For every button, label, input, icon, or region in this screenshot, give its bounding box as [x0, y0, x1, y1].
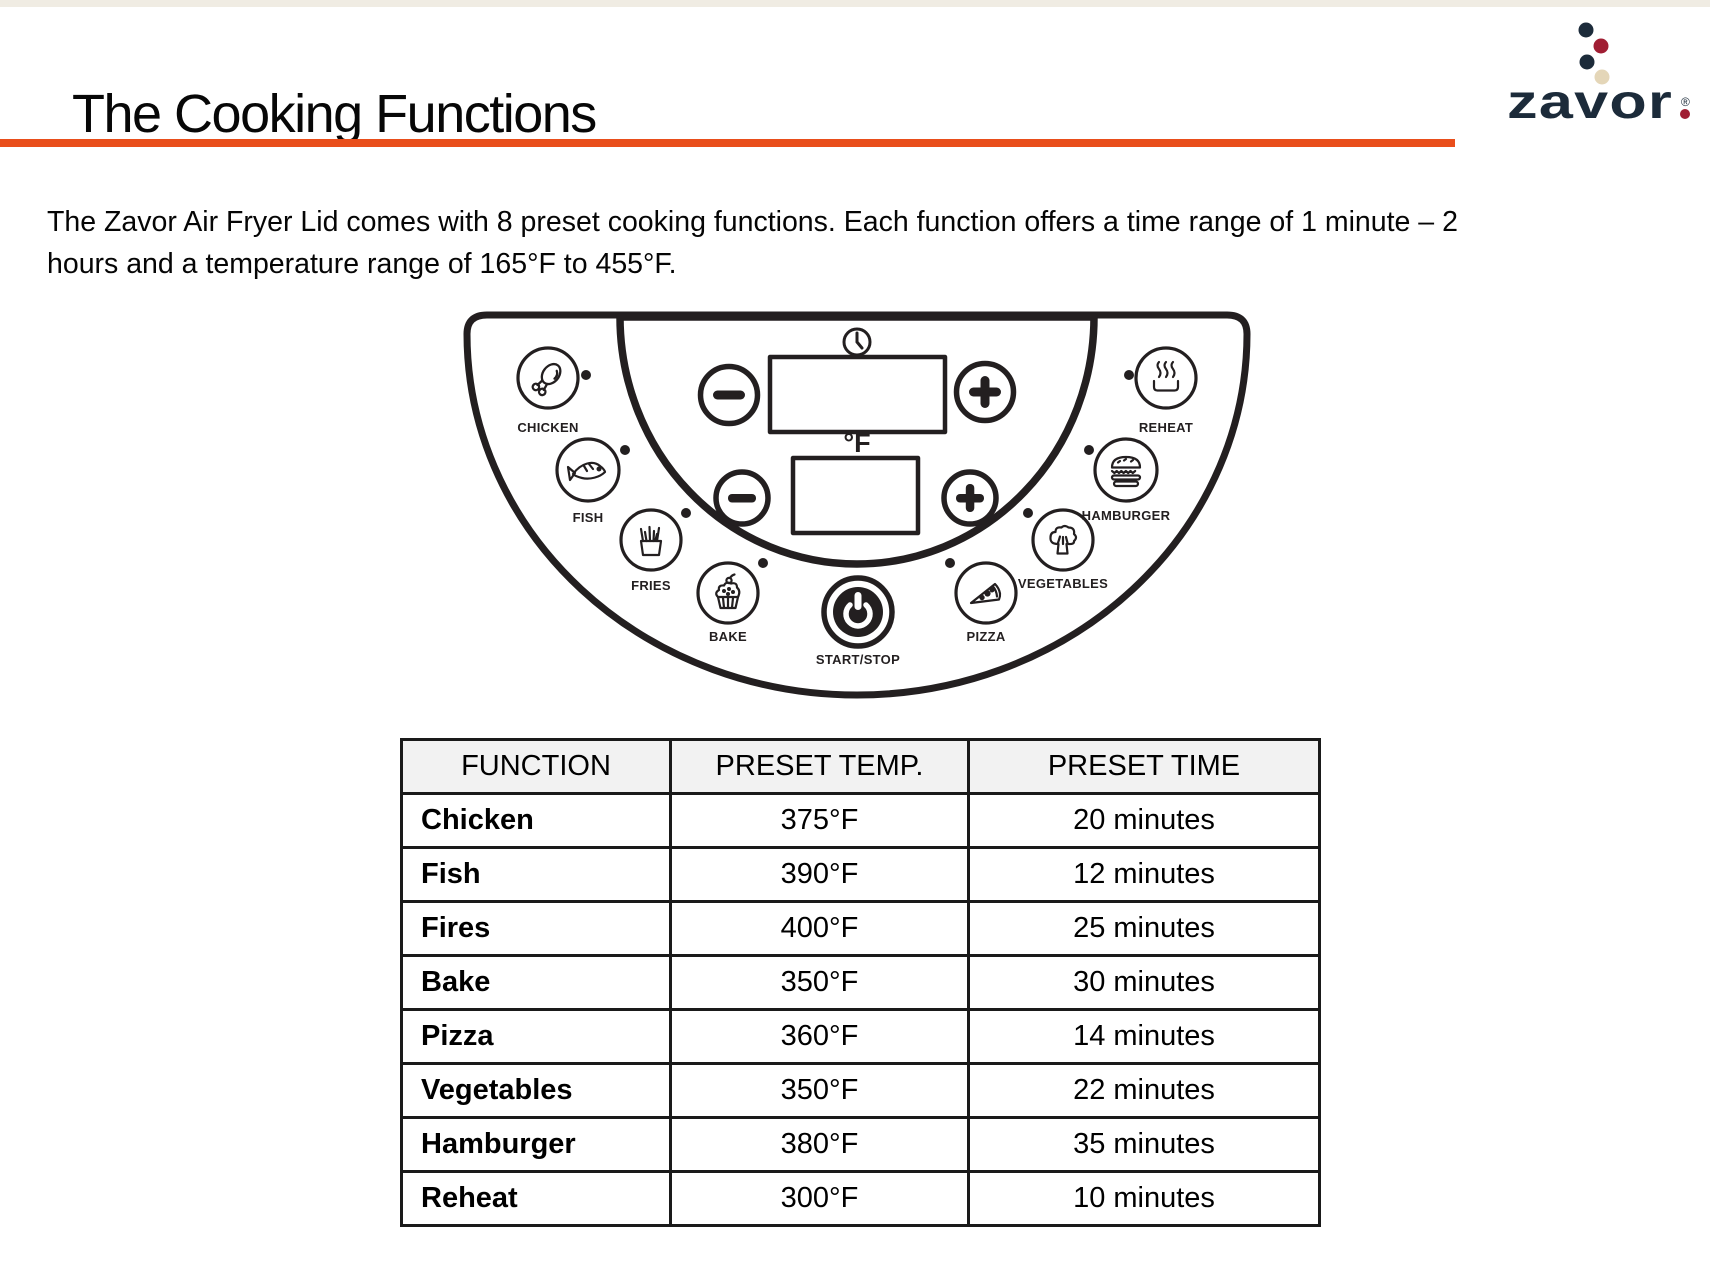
zavor-logo-graphic: zavor ® — [1507, 22, 1690, 129]
vegetables-button — [1023, 508, 1095, 572]
fries-button — [619, 508, 691, 572]
pizza-led-dot — [945, 558, 955, 568]
minus-icon — [713, 390, 745, 400]
cell-temp: 375°F — [669, 792, 970, 849]
fish-button — [555, 437, 630, 503]
chicken-label: CHICKEN — [517, 420, 578, 435]
accent-divider — [0, 139, 1455, 147]
bake-button — [696, 558, 768, 625]
cell-temp: 390°F — [669, 846, 970, 903]
cell-time: 12 minutes — [967, 846, 1321, 903]
fries-label: FRIES — [631, 578, 671, 593]
zavor-logo: zavor ® — [1445, 10, 1705, 130]
table-row: Reheat 300°F 10 minutes — [400, 1170, 1321, 1227]
unit-label: °F — [843, 428, 870, 458]
plus-icon — [969, 376, 1001, 408]
temp-plus-button — [941, 469, 999, 527]
temperature-display — [790, 455, 921, 536]
cell-function: Bake — [400, 954, 672, 1011]
vegetables-led-dot — [1023, 508, 1033, 518]
chicken-button — [516, 346, 591, 410]
cell-time: 20 minutes — [967, 792, 1321, 849]
registered-trademark-icon: ® — [1681, 95, 1690, 109]
start-stop-button — [821, 575, 895, 649]
hamburger-label: HAMBURGER — [1082, 508, 1171, 523]
cell-time: 35 minutes — [967, 1116, 1321, 1173]
cell-time: 22 minutes — [967, 1062, 1321, 1119]
cell-function: Hamburger — [400, 1116, 672, 1173]
table-row: Chicken 375°F 20 minutes — [400, 792, 1321, 849]
cell-time: 14 minutes — [967, 1008, 1321, 1065]
cell-function: Reheat — [400, 1170, 672, 1227]
fries-led-dot — [681, 508, 691, 518]
slide-top-edge — [0, 0, 1710, 7]
fish-icon — [566, 461, 607, 482]
logo-period-dot — [1680, 109, 1690, 119]
bake-led-dot — [758, 558, 768, 568]
logo-dot-navy-1 — [1578, 22, 1594, 38]
hamburger-led-dot — [1084, 445, 1094, 455]
cell-temp: 350°F — [669, 1062, 970, 1119]
table-row: Bake 350°F 30 minutes — [400, 954, 1321, 1011]
header-preset-temp: PRESET TEMP. — [669, 738, 970, 795]
logo-dot-navy-2 — [1579, 54, 1595, 70]
cell-function: Fires — [400, 900, 672, 957]
preset-table: FUNCTION PRESET TEMP. PRESET TIME Chicke… — [400, 738, 1321, 1227]
control-panel-diagram: °F START/STOP CHICKEN — [440, 300, 1270, 710]
table-row: Pizza 360°F 14 minutes — [400, 1008, 1321, 1065]
temp-minus-button — [713, 469, 771, 527]
cell-function: Chicken — [400, 792, 672, 849]
cell-time: 25 minutes — [967, 900, 1321, 957]
table-row: Hamburger 380°F 35 minutes — [400, 1116, 1321, 1173]
bake-icon — [715, 573, 741, 610]
cell-function: Fish — [400, 846, 672, 903]
fish-led-dot — [620, 445, 630, 455]
minus-icon — [728, 494, 756, 503]
hamburger-icon — [1110, 455, 1142, 488]
cell-function: Pizza — [400, 1008, 672, 1065]
fish-label: FISH — [573, 510, 604, 525]
bake-label: BAKE — [709, 629, 747, 644]
reheat-icon — [1152, 360, 1180, 392]
reheat-led-dot — [1124, 370, 1134, 380]
cell-temp: 350°F — [669, 954, 970, 1011]
pizza-label: PIZZA — [966, 629, 1005, 644]
reheat-label: REHEAT — [1139, 420, 1193, 435]
table-row: Vegetables 350°F 22 minutes — [400, 1062, 1321, 1119]
start-stop-label: START/STOP — [816, 652, 900, 667]
plus-icon — [956, 484, 984, 512]
pizza-icon — [969, 582, 1002, 605]
logo-wordmark: zavor — [1507, 76, 1673, 129]
header-function: FUNCTION — [400, 738, 672, 795]
chicken-led-dot — [581, 370, 591, 380]
logo-dot-beige — [1594, 69, 1610, 85]
pizza-button — [945, 558, 1018, 625]
time-minus-button — [697, 363, 761, 427]
cell-time: 10 minutes — [967, 1170, 1321, 1227]
cell-function: Vegetables — [400, 1062, 672, 1119]
vegetables-icon — [1049, 524, 1078, 555]
time-display — [767, 354, 948, 435]
fries-icon — [639, 525, 663, 557]
table-row: Fires 400°F 25 minutes — [400, 900, 1321, 957]
time-plus-button — [953, 360, 1017, 424]
hamburger-button — [1084, 437, 1159, 503]
chicken-icon — [531, 362, 562, 397]
reheat-button — [1124, 346, 1198, 410]
header-preset-time: PRESET TIME — [967, 738, 1321, 795]
page-title: The Cooking Functions — [72, 84, 597, 145]
intro-paragraph: The Zavor Air Fryer Lid comes with 8 pre… — [47, 205, 1458, 280]
cell-temp: 300°F — [669, 1170, 970, 1227]
power-icon — [843, 602, 873, 629]
cell-temp: 400°F — [669, 900, 970, 957]
table-header-row: FUNCTION PRESET TEMP. PRESET TIME — [400, 738, 1321, 795]
cell-time: 30 minutes — [967, 954, 1321, 1011]
cell-temp: 380°F — [669, 1116, 970, 1173]
cell-temp: 360°F — [669, 1008, 970, 1065]
vegetables-label: VEGETABLES — [1018, 576, 1108, 591]
logo-dot-red — [1593, 38, 1609, 54]
table-row: Fish 390°F 12 minutes — [400, 846, 1321, 903]
control-panel-svg: °F START/STOP CHICKEN — [463, 311, 1251, 699]
